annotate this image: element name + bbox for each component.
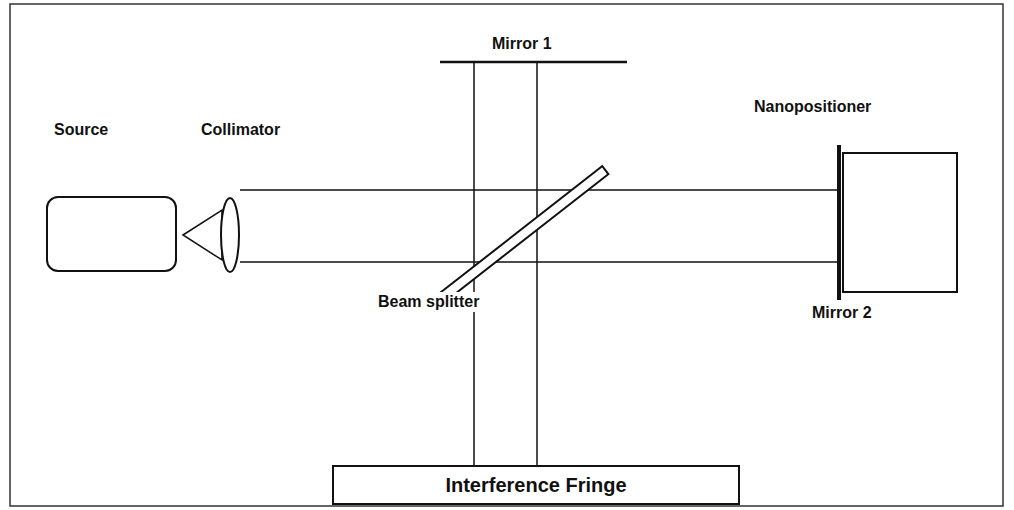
source-box: Source xyxy=(46,196,177,272)
beam-splitter-plate xyxy=(434,166,609,306)
beam-line xyxy=(473,62,475,465)
beam-line xyxy=(240,261,838,263)
nanopositioner-box: Nanopositioner xyxy=(842,152,958,293)
beam-line xyxy=(240,189,838,191)
fringe-box: Interference Fringe xyxy=(332,465,740,505)
collimator-lens xyxy=(221,198,239,272)
box-heading: Nanopositioner xyxy=(754,97,871,117)
mirror-line xyxy=(440,61,627,64)
box-heading: Source xyxy=(54,120,108,140)
part-label: Collimator xyxy=(199,120,282,140)
part-label: Beam splitter xyxy=(376,292,481,312)
part-label: Mirror 2 xyxy=(810,303,874,323)
light-cone xyxy=(183,210,222,260)
outer-frame xyxy=(10,4,1003,506)
part-label: Mirror 1 xyxy=(490,34,554,54)
box-text: Interference Fringe xyxy=(445,473,626,497)
beam-line xyxy=(536,62,538,465)
mirror-line xyxy=(837,145,841,300)
